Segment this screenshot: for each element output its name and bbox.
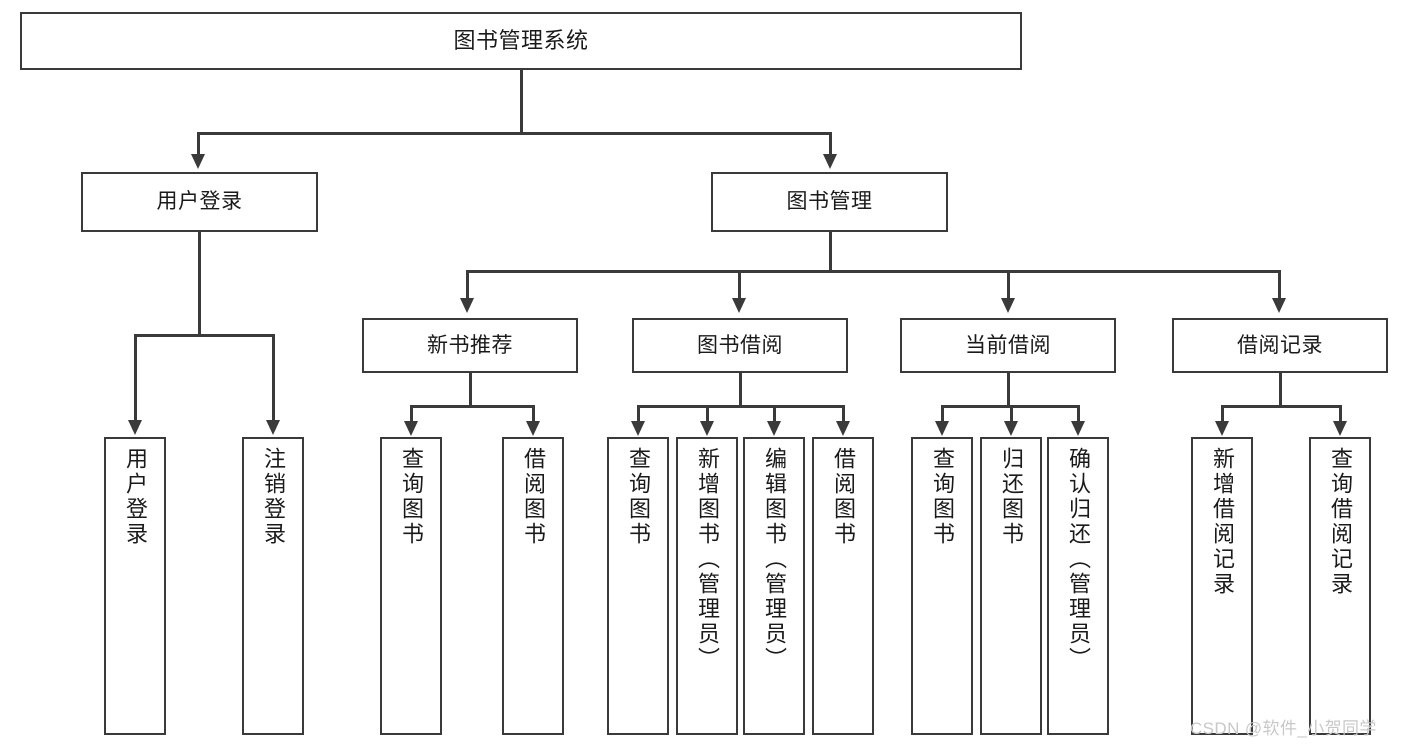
node-label: 查询借阅记录 (1328, 447, 1353, 597)
leaf-current-return-book[interactable]: 归还图书 (980, 437, 1042, 735)
node-label: 编辑图书（管理员） (762, 447, 787, 672)
arrow-current-borrow-child-3 (1071, 421, 1085, 436)
arrow-book-borrow-child-1 (631, 421, 645, 436)
node-label: 查询图书 (626, 447, 651, 547)
node-book-borrow[interactable]: 图书借阅 (632, 318, 848, 373)
leaf-record-query[interactable]: 查询借阅记录 (1309, 437, 1371, 735)
node-label: 新增图书（管理员） (695, 447, 720, 672)
edge-root-bar (197, 132, 831, 135)
leaf-current-query-book[interactable]: 查询图书 (911, 437, 973, 735)
edge-book-borrow-child-4 (842, 405, 845, 423)
node-label: 用户登录 (156, 190, 243, 214)
node-label: 归还图书 (999, 447, 1024, 547)
leaf-borrow-borrow-book[interactable]: 借阅图书 (812, 437, 874, 735)
edge-root-stem (520, 70, 523, 134)
arrow-book-manage-child-4 (1272, 298, 1286, 313)
edge-current-borrow-child-1 (941, 405, 944, 423)
arrow-user-login-child-2 (266, 420, 280, 435)
edge-current-borrow-child-3 (1077, 405, 1080, 423)
arrow-current-borrow-child-1 (935, 421, 949, 436)
leaf-borrow-add-book[interactable]: 新增图书（管理员） (676, 437, 738, 735)
arrow-to-book-manage (823, 154, 837, 169)
edge-book-manage-child-1 (466, 270, 469, 300)
edge-current-borrow-child-2 (1010, 405, 1013, 423)
edge-new-book-child-2 (532, 405, 535, 423)
node-new-book-recommend[interactable]: 新书推荐 (362, 318, 578, 373)
node-label: 查询图书 (399, 447, 424, 547)
edge-borrow-record-stem (1279, 373, 1282, 407)
edge-to-book-manage (829, 132, 832, 156)
node-borrow-record[interactable]: 借阅记录 (1172, 318, 1388, 373)
node-label: 借阅记录 (1237, 333, 1323, 357)
node-current-borrow[interactable]: 当前借阅 (900, 318, 1116, 373)
arrow-new-book-child-2 (526, 421, 540, 436)
leaf-user-login-logout[interactable]: 注销登录 (242, 437, 304, 735)
arrow-book-manage-child-1 (460, 298, 474, 313)
leaf-record-add[interactable]: 新增借阅记录 (1191, 437, 1253, 735)
edge-borrow-record-child-2 (1339, 405, 1342, 423)
edge-user-login-bar (134, 334, 274, 337)
arrow-to-user-login (191, 154, 205, 169)
arrow-borrow-record-child-1 (1215, 421, 1229, 436)
leaf-user-login-login[interactable]: 用户登录 (104, 437, 166, 735)
edge-book-manage-child-4 (1278, 270, 1281, 300)
edge-book-manage-bar (466, 270, 1280, 273)
node-label: 确认归还（管理员） (1066, 447, 1091, 672)
edge-borrow-record-child-1 (1221, 405, 1224, 423)
edge-book-borrow-child-1 (637, 405, 640, 423)
arrow-book-borrow-child-2 (700, 421, 714, 436)
edge-new-book-child-1 (410, 405, 413, 423)
edge-new-book-bar (410, 405, 534, 408)
node-label: 查询图书 (930, 447, 955, 547)
edge-book-borrow-bar (637, 405, 845, 408)
edge-user-login-stem (198, 232, 201, 336)
node-label: 图书借阅 (697, 333, 783, 357)
leaf-borrow-edit-book[interactable]: 编辑图书（管理员） (743, 437, 805, 735)
leaf-current-confirm-return[interactable]: 确认归还（管理员） (1047, 437, 1109, 735)
node-label: 新增借阅记录 (1210, 447, 1235, 597)
node-label: 图书管理系统 (453, 27, 589, 53)
arrow-new-book-child-1 (404, 421, 418, 436)
arrow-book-manage-child-2 (732, 298, 746, 313)
node-book-manage[interactable]: 图书管理 (711, 172, 948, 232)
node-label: 借阅图书 (521, 447, 546, 547)
edge-book-manage-stem (829, 232, 832, 272)
leaf-borrow-query-book[interactable]: 查询图书 (607, 437, 669, 735)
leaf-new-book-borrow[interactable]: 借阅图书 (502, 437, 564, 735)
node-label: 图书管理 (786, 190, 873, 214)
node-label: 注销登录 (261, 447, 286, 547)
leaf-new-book-query[interactable]: 查询图书 (380, 437, 442, 735)
edge-current-borrow-stem (1007, 373, 1010, 407)
node-label: 用户登录 (123, 447, 148, 547)
arrow-book-manage-child-3 (1001, 298, 1015, 313)
edge-borrow-record-bar (1221, 405, 1341, 408)
node-root-system[interactable]: 图书管理系统 (20, 12, 1022, 70)
edge-new-book-stem (469, 373, 472, 407)
edge-user-login-child-1 (134, 334, 137, 422)
node-label: 当前借阅 (965, 333, 1051, 357)
edge-book-borrow-stem (739, 373, 742, 407)
edge-user-login-child-2 (272, 334, 275, 422)
arrow-user-login-child-1 (128, 420, 142, 435)
node-label: 借阅图书 (831, 447, 856, 547)
edge-book-manage-child-3 (1007, 270, 1010, 300)
arrow-book-borrow-child-3 (767, 421, 781, 436)
edge-book-borrow-child-2 (706, 405, 709, 423)
arrow-borrow-record-child-2 (1333, 421, 1347, 436)
node-user-login[interactable]: 用户登录 (81, 172, 318, 232)
edge-book-borrow-child-3 (773, 405, 776, 423)
edge-book-manage-child-2 (738, 270, 741, 300)
node-label: 新书推荐 (427, 333, 513, 357)
arrow-book-borrow-child-4 (836, 421, 850, 436)
arrow-current-borrow-child-2 (1004, 421, 1018, 436)
edge-to-user-login (197, 132, 200, 156)
